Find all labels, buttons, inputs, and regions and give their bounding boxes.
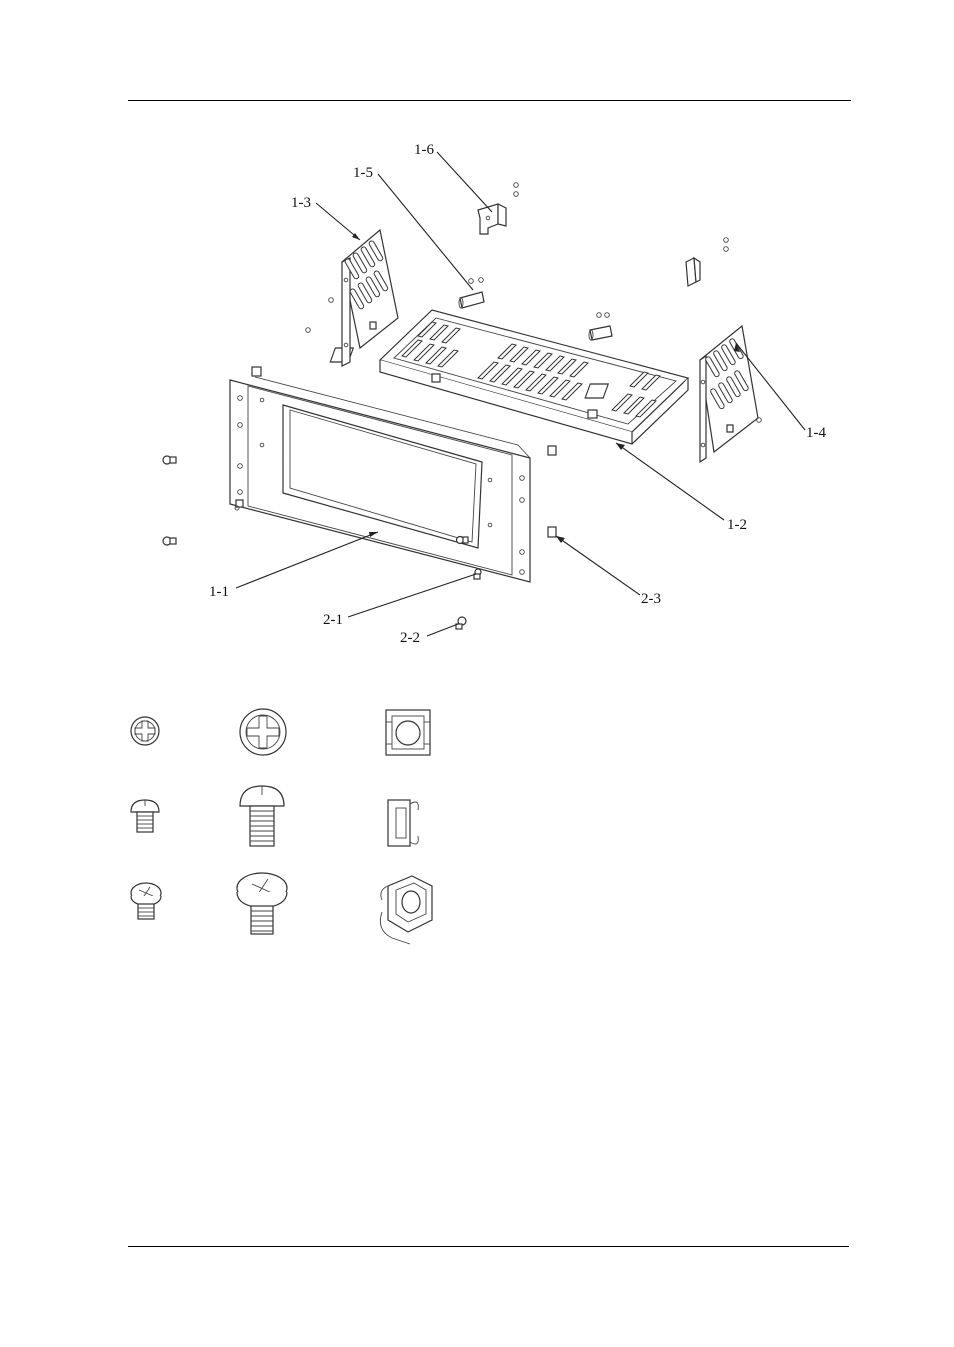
cage-nut-iso-icon <box>380 876 432 944</box>
large-screw-top-icon <box>240 709 286 755</box>
callout-1-4: 1-4 <box>806 425 826 441</box>
callout-2-3: 2-3 <box>641 591 661 607</box>
large-screw-iso-icon <box>237 873 287 934</box>
small-screw-side-icon <box>131 800 159 832</box>
small-screw-top-icon <box>131 717 159 745</box>
left-side-bracket <box>342 230 398 366</box>
callout-1-2: 1-2 <box>727 517 747 533</box>
cage-nut-top-icon <box>386 710 430 755</box>
large-screw-side-icon <box>240 786 284 846</box>
clip-1-6 <box>478 204 700 286</box>
callout-1-6: 1-6 <box>414 142 434 158</box>
right-side-bracket <box>700 326 758 462</box>
small-screw-iso-icon <box>131 883 161 919</box>
callout-1-5: 1-5 <box>353 165 373 181</box>
callout-1-1: 1-1 <box>209 584 229 600</box>
cage-nut-side-icon <box>388 800 418 846</box>
callout-2-2: 2-2 <box>400 630 420 646</box>
callout-1-3: 1-3 <box>291 195 311 211</box>
callout-2-1: 2-1 <box>323 612 343 628</box>
